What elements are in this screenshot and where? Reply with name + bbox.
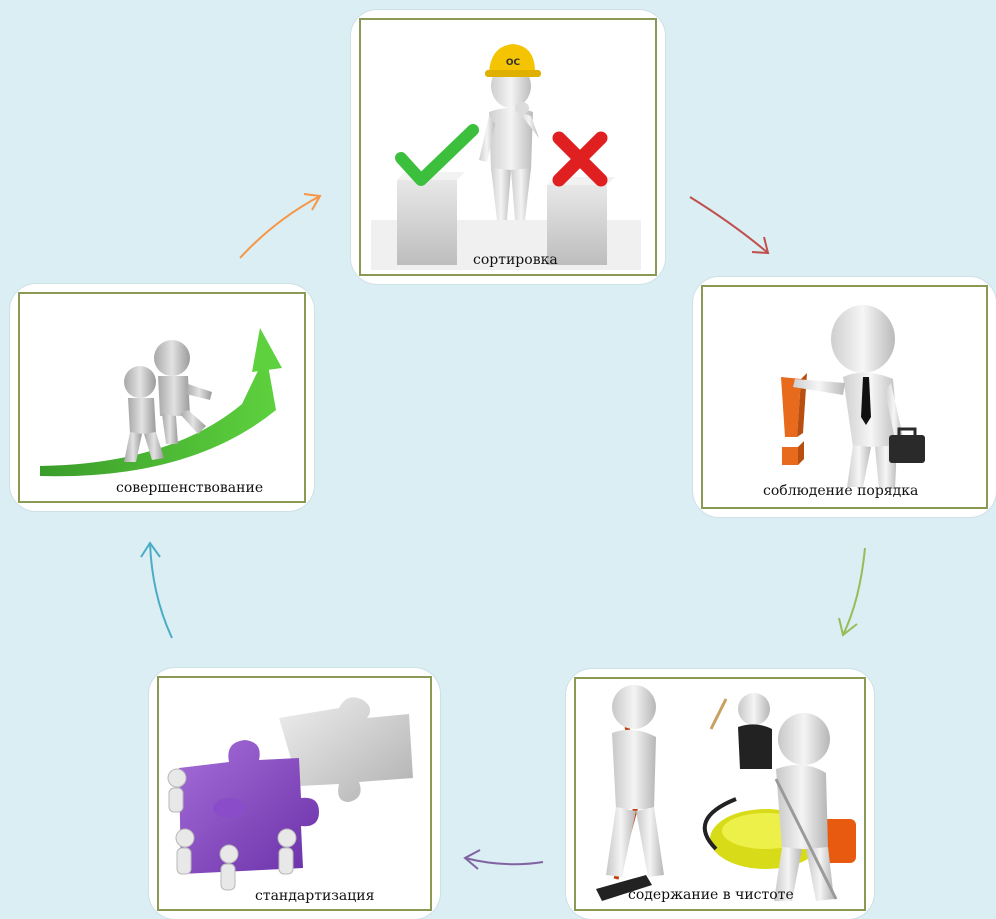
tie-icon xyxy=(861,377,871,425)
cleaning-team-illustration xyxy=(596,685,856,901)
cross-icon xyxy=(552,131,608,187)
caption-order: соблюдение порядка xyxy=(763,483,919,499)
step-card-sort-frame: ОС сортировка xyxy=(359,18,657,276)
step-card-improve: совершенствование xyxy=(10,284,314,511)
caption-improve: совершенствование xyxy=(116,480,264,496)
step-card-improve-frame: совершенствование xyxy=(18,292,306,503)
growth-arrow-illustration xyxy=(40,328,282,477)
accept-box xyxy=(397,172,465,265)
step-card-clean-frame: содержание в чистоте xyxy=(574,677,866,911)
briefcase-icon xyxy=(889,427,925,463)
businessman-exclamation-illustration xyxy=(781,305,925,489)
puzzle-slot-icon xyxy=(279,697,413,802)
step-card-sort: ОС сортировка xyxy=(351,10,665,284)
growth-arrow-icon xyxy=(40,328,282,477)
step-card-order: соблюдение порядка xyxy=(693,277,996,517)
pushing-figures xyxy=(167,768,297,891)
cleaner-figure-middle xyxy=(709,693,772,769)
hard-hat-icon: ОС xyxy=(485,44,541,77)
arrow-sort-to-order xyxy=(689,196,770,255)
hard-hat-label: ОС xyxy=(506,58,521,68)
arrow-order-to-clean xyxy=(838,547,866,637)
check-icon xyxy=(395,124,479,186)
puzzle-team-illustration xyxy=(167,697,413,891)
puzzle-piece-icon xyxy=(179,740,319,874)
step-card-standard: стандартизация xyxy=(149,668,440,919)
step-card-clean: содержание в чистоте xyxy=(566,669,874,919)
arrow-improve-to-sort xyxy=(239,193,322,259)
arrow-clean-to-standard xyxy=(463,849,544,870)
climbing-figures xyxy=(124,340,212,462)
exclamation-icon xyxy=(781,373,807,465)
caption-sort: сортировка xyxy=(473,252,558,268)
businessman-figure xyxy=(793,305,903,489)
cleaner-figure-right xyxy=(774,713,838,901)
step-card-order-frame: соблюдение порядка xyxy=(701,285,988,509)
step-card-standard-frame: стандартизация xyxy=(157,676,432,911)
arrow-standard-to-improve xyxy=(140,541,173,639)
worker-figure xyxy=(479,64,539,220)
cleaner-figure-left xyxy=(606,685,664,877)
sorting-person-illustration: ОС xyxy=(371,44,641,270)
caption-clean: содержание в чистоте xyxy=(628,887,794,903)
caption-standard: стандартизация xyxy=(255,888,375,904)
duster-icon xyxy=(709,698,728,730)
